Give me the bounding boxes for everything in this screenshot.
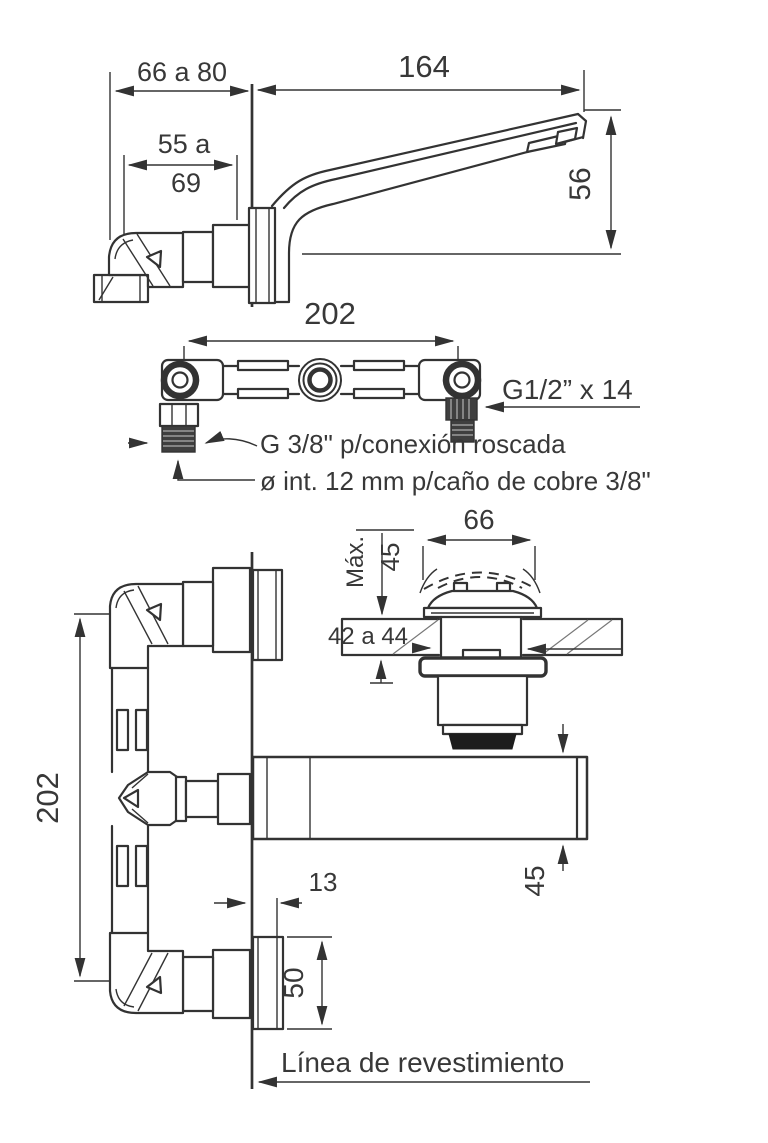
label-max: Máx.	[342, 536, 369, 588]
dim-wall-offset: 13	[309, 867, 338, 897]
plan-view: 202 G1/2” x 14 G 3/8" p/conexión roscada…	[128, 296, 651, 496]
side-view: 66 a 80 164 55 a 69 56	[92, 49, 621, 307]
dim-countertop-thickness: 42 a 44	[328, 623, 408, 650]
dim-embed-depth-max: 69	[171, 168, 201, 198]
front-view-geometry	[74, 552, 590, 1089]
dim-recess-depth: 66 a 80	[137, 57, 227, 87]
dim-flange-diameter: 50	[278, 967, 309, 998]
label-main-thread: G1/2” x 14	[502, 374, 633, 405]
dim-embed-depth-min: 55 a	[158, 129, 212, 159]
drain-view: 66 Máx. 45 42 a 44	[328, 504, 624, 754]
drain-view-geometry	[340, 529, 624, 754]
label-branch-thread: G 3/8" p/conexión roscada	[260, 429, 566, 459]
dim-valve-centers-plan: 202	[304, 296, 356, 331]
front-view: 202 13 45 50 Línea de revestimiento	[30, 552, 590, 1089]
side-view-geometry	[92, 70, 621, 307]
label-copper-pipe: ø int. 12 mm p/caño de cobre 3/8"	[260, 466, 651, 496]
plan-view-geometry	[128, 335, 640, 481]
label-wall-line: Línea de revestimiento	[281, 1047, 564, 1078]
dim-spout-reach: 164	[398, 49, 450, 84]
dim-max-height: 45	[375, 543, 405, 572]
dim-cap-diameter: 66	[463, 504, 494, 535]
dim-spout-body-height: 45	[519, 865, 550, 896]
dim-valve-centers-front: 202	[30, 772, 65, 824]
dim-spout-drop: 56	[564, 167, 597, 200]
